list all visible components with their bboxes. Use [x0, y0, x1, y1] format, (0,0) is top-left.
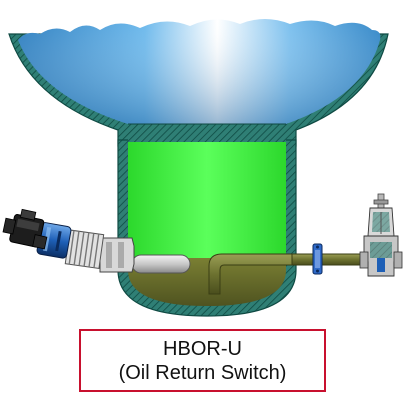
caption-box: HBOR-U (Oil Return Switch): [79, 329, 326, 392]
refrigerant-liquid: [18, 19, 381, 125]
caption-subtitle: (Oil Return Switch): [118, 361, 287, 384]
caption-title: HBOR-U: [163, 337, 242, 360]
solenoid-valve-icon: [359, 193, 403, 277]
oil-return-switch-sensor-icon: [2, 208, 191, 274]
refrigerant-vapor: [128, 140, 286, 260]
pipe-flange-icon: [312, 243, 323, 275]
